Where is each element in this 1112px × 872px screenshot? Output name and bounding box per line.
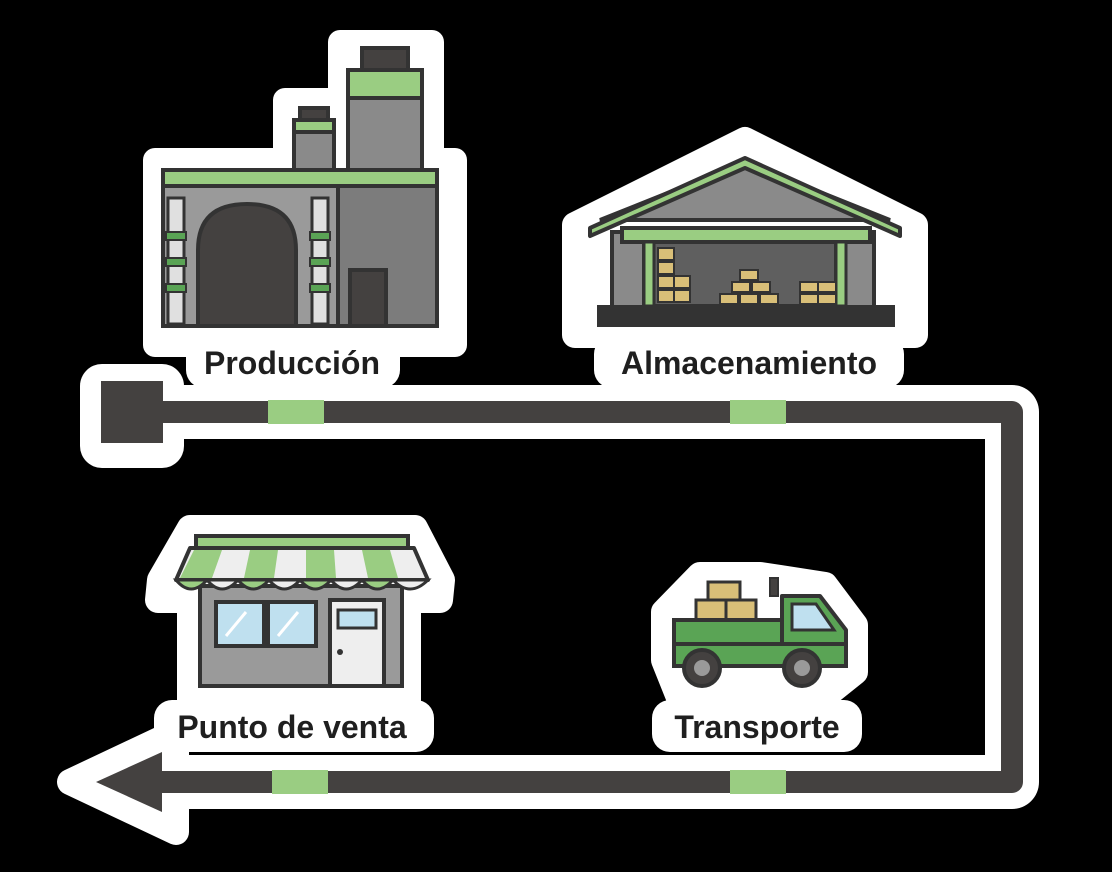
path-start-square [101,381,163,443]
stage-label-almacenamiento: Almacenamiento [594,336,904,388]
stage-label-punto-de-venta: Punto de venta [154,700,434,752]
path-marker-produccion [268,400,324,424]
path-marker-punto-de-venta [272,770,328,794]
stage-label-produccion: Producción [186,336,400,388]
path-marker-transporte [730,770,786,794]
store-icon [158,528,442,700]
label-almacenamiento: Almacenamiento [621,345,877,381]
truck-icon [664,575,855,700]
warehouse-icon [575,140,915,335]
label-transporte: Transporte [674,709,839,745]
path-marker-almacenamiento [730,400,786,424]
label-punto-de-venta: Punto de venta [177,709,407,745]
stage-label-transporte: Transporte [652,700,862,752]
factory-icon [155,42,455,345]
label-produccion: Producción [204,345,380,381]
